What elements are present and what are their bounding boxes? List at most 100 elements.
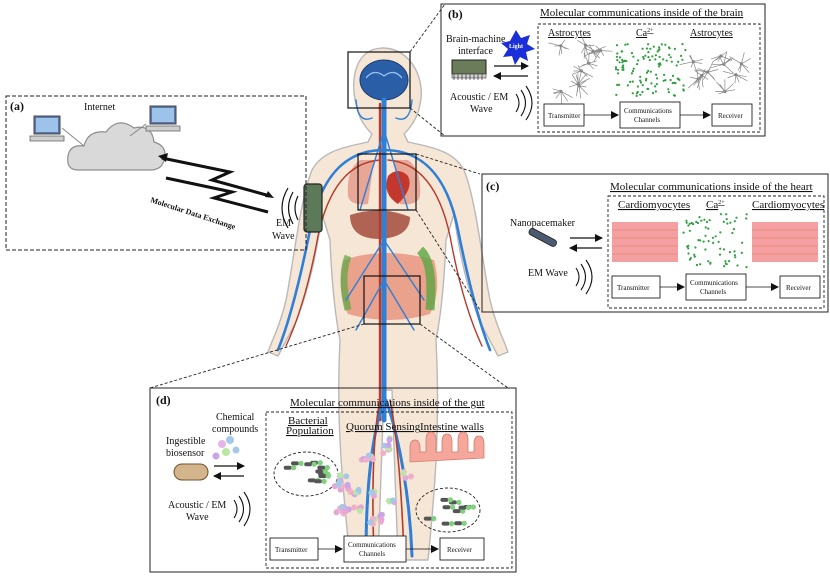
panel-c-tag: (c)	[486, 179, 499, 193]
calcium-ion	[665, 59, 668, 62]
connector-lines	[149, 3, 509, 389]
calcium-ion	[654, 54, 658, 57]
calcium-ion	[616, 83, 619, 86]
calcium-ion	[621, 58, 624, 62]
calcium-ion	[728, 251, 732, 254]
calcium-ion	[650, 82, 653, 85]
calcium-ion	[704, 234, 707, 237]
calcium-ion	[632, 67, 635, 70]
calcium-ion	[677, 60, 680, 64]
calcium-ion	[669, 56, 672, 59]
calcium-ion	[745, 217, 748, 220]
signal-molecule	[386, 436, 393, 443]
calcium-ion	[617, 72, 620, 75]
calcium-ion	[656, 77, 659, 80]
signal-molecule	[380, 450, 387, 457]
calcium-ion	[675, 64, 678, 67]
calcium-ion	[664, 43, 667, 46]
bacteria-right	[423, 497, 476, 527]
calcium-ion	[719, 231, 722, 234]
signal-molecule	[347, 489, 354, 496]
calcium-ion	[624, 43, 627, 46]
panel-b-signal: Ca2+	[636, 28, 654, 39]
signal-molecule	[351, 504, 357, 511]
calcium-ion	[698, 216, 701, 219]
calcium-ion	[664, 79, 667, 82]
calcium-ion	[636, 85, 640, 88]
calcium-ion	[654, 58, 657, 61]
signal-molecule	[389, 497, 396, 504]
calcium-ion	[728, 260, 731, 263]
calcium-ion	[722, 248, 726, 251]
calcium-ion	[745, 266, 748, 269]
calcium-ion	[733, 220, 736, 223]
astrocytes-right	[679, 51, 752, 95]
panel-c-left-cells: Cardiomyocytes	[618, 199, 690, 211]
chemical-compound-icon	[212, 436, 240, 460]
calcium-ion	[618, 56, 622, 59]
bacterium	[441, 521, 450, 526]
panel-d-tag: (d)	[156, 393, 171, 407]
calcium-ion	[671, 74, 675, 77]
signal-molecule	[402, 474, 409, 481]
calcium-ion	[636, 90, 639, 94]
calcium-ion	[617, 83, 621, 86]
calcium-ion	[682, 231, 685, 234]
calcium-ion	[682, 84, 685, 87]
panel-d-channel-line1: Communications	[348, 541, 396, 549]
calcium-ion	[636, 63, 639, 66]
calcium-ion	[639, 81, 643, 84]
panel-b-tag: (b)	[448, 7, 463, 21]
calcium-ion	[685, 221, 688, 224]
calcium-ion	[695, 220, 698, 223]
bacterium	[314, 479, 323, 484]
bacteria-cluster-right	[415, 487, 481, 533]
calcium-ion	[684, 48, 687, 52]
calcium-ion	[644, 54, 647, 57]
calcium-ion	[632, 55, 635, 58]
calcium-ion	[644, 79, 648, 82]
calcium-ion	[699, 239, 702, 242]
panel-d-wave-line1: Acoustic / EM	[168, 500, 226, 511]
signal-molecule	[339, 503, 346, 510]
calcium-ion	[725, 218, 728, 221]
calcium-ion	[663, 73, 666, 76]
calcium-ion	[745, 213, 748, 216]
calcium-ion	[662, 58, 665, 61]
em-label-line1: EM	[276, 218, 291, 229]
panel-c-title: Molecular communications inside of the h…	[610, 181, 813, 193]
calcium-ion	[615, 44, 619, 47]
bmi-label-line2: interface	[458, 46, 494, 57]
panel-c-channel-line1: Communications	[690, 279, 738, 287]
calcium-ion	[694, 246, 697, 249]
calcium-ion	[641, 47, 644, 50]
calcium-molecules-brain	[614, 43, 687, 97]
bacterium	[454, 521, 463, 526]
calcium-ion	[688, 222, 691, 225]
signal-molecule	[337, 472, 344, 479]
calcium-ion	[708, 219, 711, 222]
calcium-molecules-heart	[682, 213, 748, 269]
bacterium	[458, 505, 467, 510]
calcium-ion	[732, 228, 736, 231]
calcium-ion	[655, 73, 658, 76]
panel-c-wave-label: EM Wave	[528, 268, 568, 279]
calcium-ion	[740, 251, 743, 254]
calcium-ion	[733, 250, 736, 253]
calcium-ion	[658, 65, 661, 68]
signal-molecule	[344, 481, 351, 488]
calcium-ion	[687, 224, 690, 227]
calcium-ion	[645, 71, 649, 74]
calcium-ion	[629, 80, 632, 83]
calcium-ion	[621, 68, 624, 71]
calcium-ion	[741, 241, 744, 244]
signal-molecule	[355, 486, 362, 493]
calcium-ion	[614, 66, 618, 69]
calcium-ion	[647, 43, 650, 46]
bacterium	[283, 465, 292, 470]
calcium-ion	[618, 61, 621, 64]
bacterium	[304, 462, 313, 467]
panel-c: (c) Molecular communications inside of t…	[481, 173, 829, 313]
light-star-icon	[501, 30, 535, 65]
bacterium	[315, 469, 324, 474]
